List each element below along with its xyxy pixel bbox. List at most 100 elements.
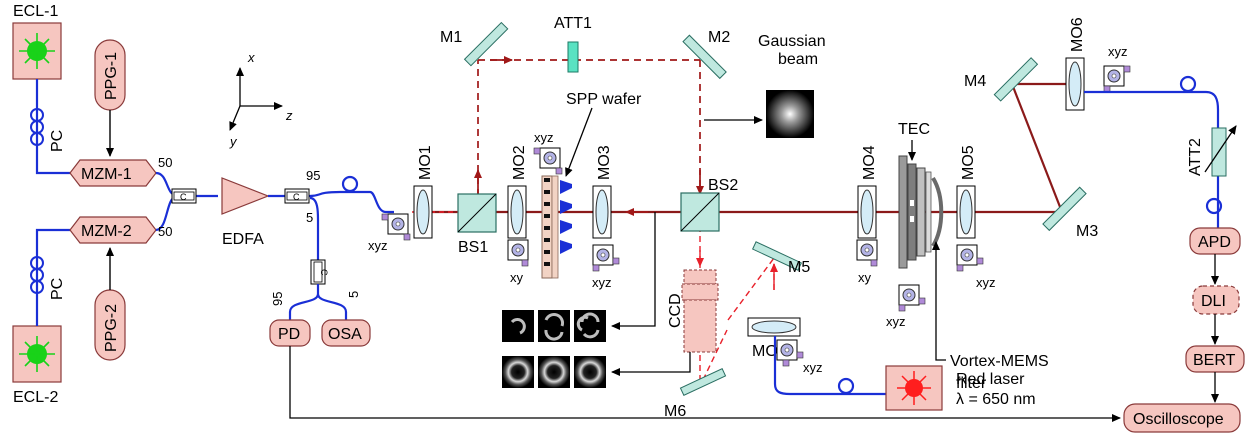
- gaussian-label-1: Gaussian: [758, 33, 826, 50]
- ppg-2-label: PPG-2: [103, 304, 120, 352]
- ccd-to-images-bottom: [611, 352, 691, 376]
- objective-mo4: [857, 185, 877, 239]
- att1-label: ATT1: [554, 15, 592, 32]
- ecl-1-laser: [12, 22, 62, 80]
- beam-splitter-bs1: [457, 193, 497, 233]
- stage-mo7: [776, 339, 804, 367]
- pc-1-label: PC: [49, 130, 66, 152]
- tec-mems-assembly: [898, 155, 944, 269]
- m3-label: M3: [1076, 223, 1098, 240]
- red-laser-wavelength: λ = 650 nm: [956, 391, 1036, 408]
- spp-wafer: [541, 175, 572, 279]
- mzm-1-label: MZM-1: [81, 166, 132, 183]
- red-laser-label: Red laser: [956, 371, 1025, 388]
- ecl-2-laser: [12, 325, 62, 383]
- att2-label: ATT2: [1187, 138, 1204, 176]
- mirror-m6: [679, 367, 727, 397]
- objective-mo2: [507, 185, 527, 239]
- port-95-pd: 95: [270, 292, 285, 306]
- red-laser-source: [885, 365, 943, 411]
- m3-m4-beam: [1010, 83, 1064, 213]
- oscilloscope-label: Oscilloscope: [1133, 411, 1224, 428]
- mo1-label: MO1: [417, 145, 434, 180]
- m1-label: M1: [440, 29, 462, 46]
- mo2-label: MO2: [511, 145, 528, 180]
- mirror-m5: [751, 241, 803, 271]
- m6-label: M6: [664, 403, 686, 420]
- objective-mo6: [1065, 57, 1085, 111]
- mirror-m2: [682, 34, 727, 80]
- mirror-m1: [463, 21, 509, 67]
- pd-label: PD: [278, 326, 300, 343]
- vortex-images-top: [502, 310, 606, 342]
- mo3-label: MO3: [596, 145, 613, 180]
- ccd-to-images-top: [611, 212, 656, 330]
- connector-2-label: C: [293, 192, 300, 202]
- mirror-m4: [993, 57, 1039, 102]
- objective-mo1: [413, 185, 433, 239]
- axis-x-label: x: [247, 50, 255, 65]
- stage-mo2-top: [533, 147, 563, 175]
- vortex-images-bottom: [502, 356, 606, 388]
- mzm-2-label: MZM-2: [81, 223, 132, 240]
- oscilloscope: [1123, 403, 1241, 433]
- ecl-1-label: ECL-1: [13, 3, 58, 20]
- bert-label: BERT: [1193, 352, 1236, 369]
- mirror-m3: [1042, 186, 1087, 232]
- port-5-osa: 5: [346, 291, 361, 298]
- stage-mo2: [507, 239, 529, 267]
- pc-2-label: PC: [49, 278, 66, 300]
- port-50-top: 50: [158, 155, 172, 170]
- fiber-red-laser: [773, 336, 886, 396]
- attenuator-att1: [567, 41, 579, 73]
- stage-mo2-label: xy: [510, 270, 524, 285]
- ecl-2-label: ECL-2: [13, 389, 58, 406]
- stage-tec: [898, 284, 926, 312]
- stage-wafer-label: xyz: [534, 130, 554, 145]
- stage-mo3: [592, 244, 620, 272]
- pd-to-oscilloscope-line: [289, 346, 1121, 422]
- axis-y-label: y: [229, 134, 238, 149]
- stage-mo4-label: xy: [858, 270, 872, 285]
- m4-label: M4: [964, 73, 986, 90]
- tec-label: TEC: [898, 121, 930, 138]
- stage-mo3-label: xyz: [592, 275, 612, 290]
- stage-mo4: [856, 239, 878, 267]
- dli-interferometer: [1192, 285, 1240, 315]
- edfa-amplifier: [221, 177, 270, 215]
- vortex-mems-label-2: filter: [956, 375, 987, 392]
- objective-mo3: [592, 185, 612, 239]
- osa-analyzer: [321, 319, 371, 347]
- stage-mo6-label: xyz: [1108, 44, 1128, 59]
- stage-mo5: [956, 244, 984, 272]
- stage-mo5-label: xyz: [976, 275, 996, 290]
- port-50-bottom: 50: [158, 224, 172, 239]
- mo6-label: MO6: [1069, 17, 1086, 52]
- apd-label: APD: [1198, 234, 1231, 251]
- mo5-label: MO5: [960, 145, 977, 180]
- connector-1-label: C: [180, 192, 187, 202]
- objective-mo7: [747, 317, 801, 337]
- ppg-1-label: PPG-1: [103, 52, 120, 100]
- gaussian-label-2: beam: [778, 51, 818, 68]
- edfa-label: EDFA: [222, 231, 264, 248]
- stage-mo1: [381, 213, 411, 241]
- beam-splitter-bs2: [680, 192, 720, 232]
- coordinate-axes: [229, 67, 283, 131]
- port-95-label: 95: [306, 168, 320, 183]
- bs2-label: BS2: [708, 177, 738, 194]
- m5-label: M5: [788, 259, 810, 276]
- ccd-label: CCD: [667, 293, 684, 328]
- connector-3-label: C: [319, 269, 329, 276]
- fiber-monitor-split: [288, 284, 348, 320]
- connector-3: [310, 259, 326, 285]
- fiber-receiver: [1084, 75, 1223, 228]
- stage-mo1-label: xyz: [368, 238, 388, 253]
- pc-1-loops: [30, 108, 44, 146]
- gaussian-beam-image: [766, 90, 814, 138]
- dli-label: DLI: [1201, 293, 1226, 310]
- port-5-label: 5: [306, 210, 313, 225]
- osa-label: OSA: [328, 326, 362, 343]
- connector-2: [284, 188, 310, 204]
